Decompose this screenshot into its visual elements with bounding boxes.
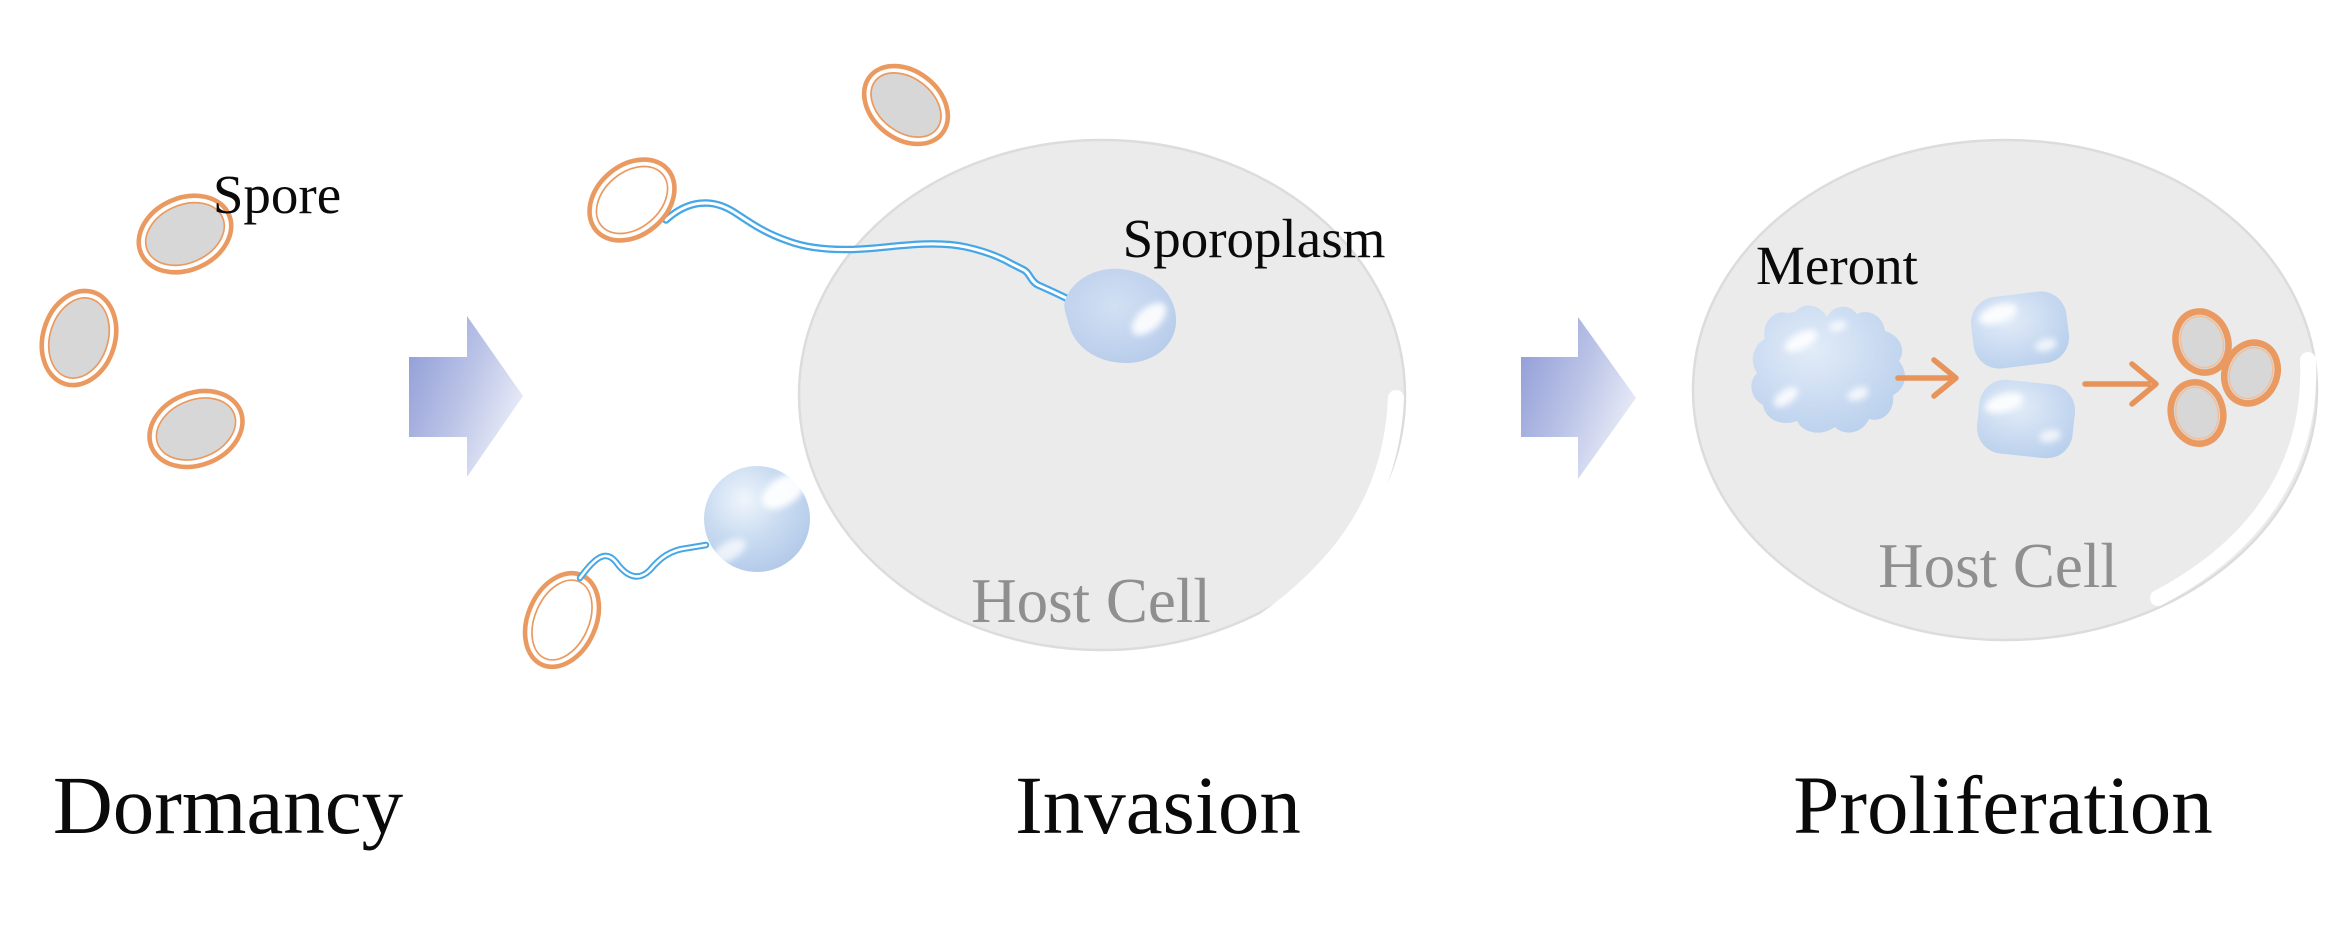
polar-tube	[662, 199, 1070, 302]
polar-tube	[576, 541, 710, 582]
proliferation-stage: Meront	[1691, 138, 2319, 642]
stage-title-proliferation: Proliferation	[1793, 759, 2213, 851]
attached-spore-icon	[861, 63, 951, 147]
dividing-meront	[1976, 379, 2076, 459]
forming-spore-icon	[2167, 379, 2227, 447]
host-cell-highlight	[2150, 352, 2317, 606]
stage-arrow-icon	[1521, 317, 1636, 479]
empty-spore-icon	[587, 157, 677, 243]
dormant-spore-icon	[39, 288, 119, 388]
dormancy-stage: Spore	[39, 164, 341, 470]
host-cell-highlight	[1252, 390, 1404, 632]
sporoplasm-label: Sporoplasm	[1123, 208, 1386, 269]
host-cell	[797, 138, 1407, 652]
sporoplasm-droplet	[1064, 268, 1177, 364]
dormant-spore-icon	[147, 388, 245, 470]
stage-title-dormancy: Dormancy	[53, 759, 404, 851]
invasion-stage: Sporoplasm Host Cell	[522, 63, 1407, 670]
stage-title-invasion: Invasion	[1015, 759, 1301, 851]
meront-blob	[1751, 305, 1905, 433]
empty-spore-icon	[522, 570, 602, 670]
sporoplasm-sphere	[704, 466, 810, 572]
dividing-meront	[1970, 291, 2070, 369]
forming-spore-icon	[2220, 339, 2282, 407]
host-cell-label: Host Cell	[971, 566, 1211, 636]
dormant-spore-icon	[136, 193, 234, 275]
division-arrow-icon	[2082, 361, 2159, 407]
forming-spore-icon	[2172, 308, 2232, 376]
stage-arrow-icon	[409, 316, 523, 477]
division-arrow-icon	[1895, 357, 1959, 399]
host-cell-label: Host Cell	[1878, 531, 2118, 601]
spore-label: Spore	[213, 164, 341, 225]
meront-label: Meront	[1756, 235, 1918, 296]
